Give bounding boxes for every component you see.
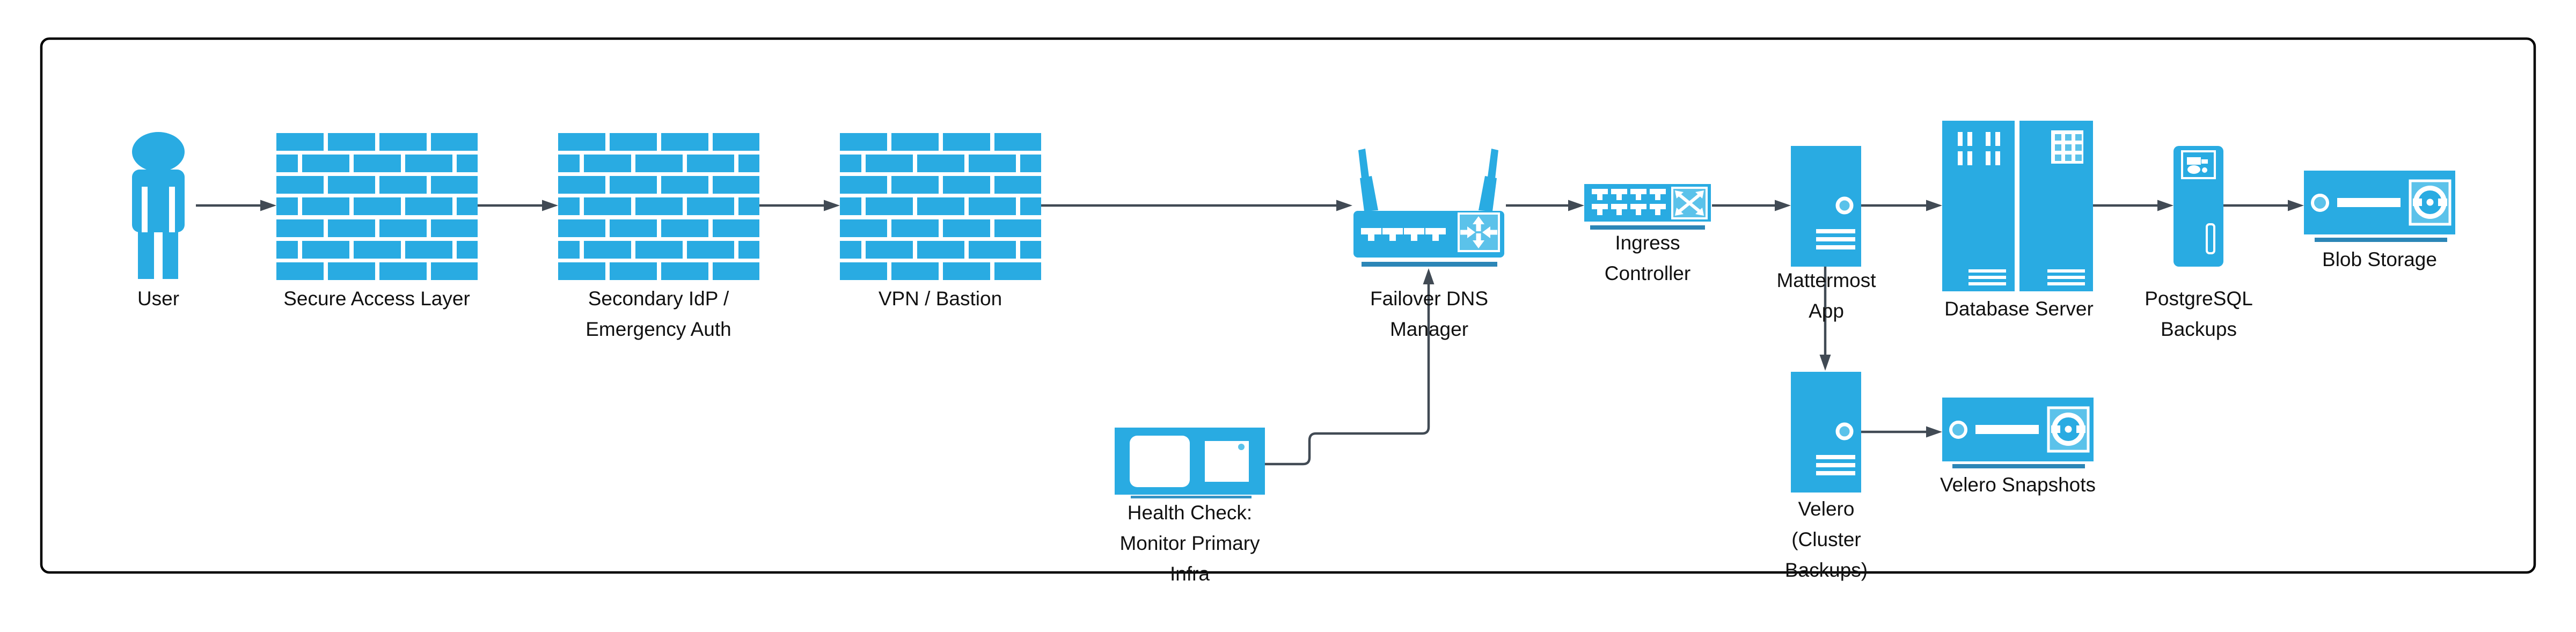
server-rack-icon	[1942, 121, 2093, 291]
disk-storage-icon	[1942, 398, 2094, 461]
server-tower-icon	[1791, 372, 1861, 493]
label-blob-storage: Blob Storage	[2322, 248, 2437, 270]
label-secure-access: Secure Access Layer	[283, 288, 470, 310]
firewall-icon	[840, 133, 1041, 280]
connector-arrows	[196, 200, 2304, 466]
monitor-icon	[1115, 428, 1265, 498]
firewall-icon	[276, 133, 478, 280]
label-database-server: Database Server	[1944, 298, 2094, 320]
diagram-frame	[40, 37, 2536, 574]
label-vpn-bastion: VPN / Bastion	[878, 288, 1002, 310]
person-icon	[132, 132, 185, 279]
network-switch-icon	[1584, 184, 1711, 230]
label-user: User	[137, 288, 180, 310]
wireless-router-icon	[1353, 149, 1504, 267]
label-secondary-idp: Secondary IdP /Emergency Auth	[586, 288, 731, 340]
storage-base-bar	[1952, 464, 2085, 468]
backup-tower-icon	[2174, 146, 2223, 267]
storage-base-bar	[2315, 238, 2447, 242]
server-tower-icon	[1791, 146, 1861, 267]
arrow-health-check-to-failover-dns	[1265, 283, 1430, 466]
disk-storage-icon	[2304, 171, 2455, 234]
label-velero-snapshots: Velero Snapshots	[1940, 474, 2096, 496]
firewall-icon	[558, 133, 759, 280]
